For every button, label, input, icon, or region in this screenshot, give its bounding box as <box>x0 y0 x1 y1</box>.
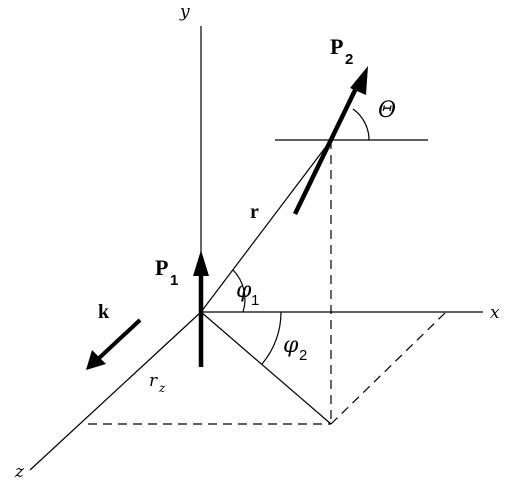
p1-arrowhead <box>193 250 209 276</box>
phi1-arc <box>232 269 246 313</box>
p2-label: P <box>330 34 343 59</box>
k-label: k <box>98 301 110 323</box>
p2-subscript: 2 <box>345 51 353 68</box>
z-axis-label: z <box>14 462 25 482</box>
k-vector-arrow <box>95 318 142 362</box>
z-axis-line <box>29 311 202 471</box>
projection-line <box>200 311 332 425</box>
phi2-subscript: 2 <box>299 347 307 364</box>
phi2-label: φ <box>283 333 299 358</box>
x-axis-label: x <box>490 303 500 323</box>
rz-subscript: z <box>158 381 166 395</box>
phi2-arc <box>261 311 282 365</box>
r-vector-line <box>200 139 332 313</box>
rz-main: r <box>149 371 158 391</box>
p1-label: P <box>155 255 168 280</box>
phi1-label: φ <box>236 278 252 303</box>
theta-arc <box>352 108 370 141</box>
p1-subscript: 1 <box>170 272 178 289</box>
r-label: r <box>250 201 259 223</box>
phi1-subscript: 1 <box>251 292 259 309</box>
rz-label: r <box>149 371 158 391</box>
p2-arrowhead <box>350 66 368 95</box>
dashed-diagonal-line <box>330 311 447 425</box>
theta-label: Θ <box>378 98 396 123</box>
y-axis-label: y <box>179 2 190 22</box>
p2-dipole-arrow <box>292 79 363 215</box>
k-arrowhead <box>86 350 106 370</box>
